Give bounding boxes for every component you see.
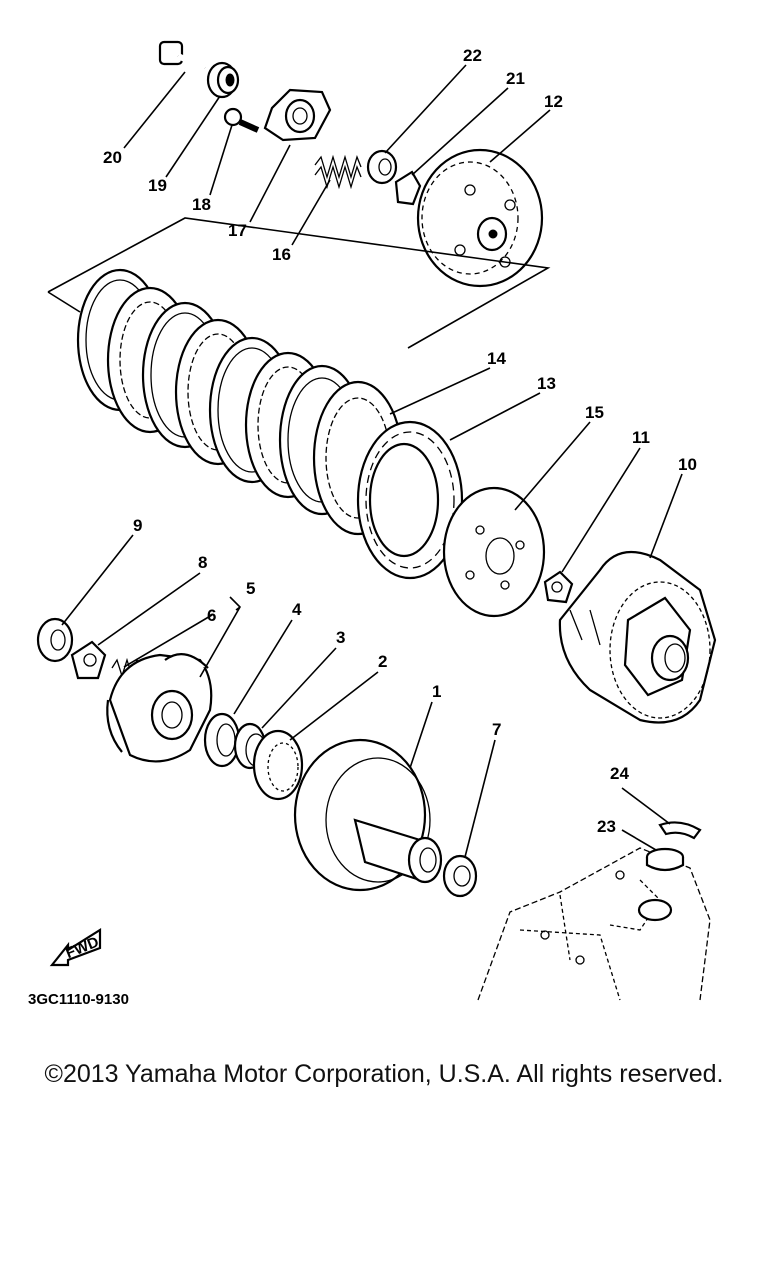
callout-10: 10 — [678, 455, 697, 474]
callout-23: 23 — [597, 817, 616, 836]
callout-1: 1 — [432, 682, 441, 701]
callout-12: 12 — [544, 92, 563, 111]
callout-4: 4 — [292, 600, 302, 619]
exploded-clutch-diagram: FWD 1 2 3 4 5 6 7 8 9 10 11 12 13 1 — [28, 40, 717, 1008]
part-10-clutch-housing — [558, 550, 717, 724]
callout-6: 6 — [207, 606, 216, 625]
callout-8: 8 — [198, 553, 207, 572]
part-11-lock-washer — [543, 570, 574, 604]
callout-19: 19 — [148, 176, 167, 195]
part-13-friction-plate — [356, 420, 464, 580]
part-15-pressure-plate — [442, 486, 546, 618]
callout-9: 9 — [133, 516, 142, 535]
part-2-one-way-bearing — [252, 729, 304, 801]
callout-18: 18 — [192, 195, 211, 214]
part-18-screw — [223, 107, 260, 133]
part-8-retainer — [70, 640, 107, 680]
callout-5: 5 — [246, 579, 255, 598]
part-5-clutch-carrier — [106, 652, 213, 763]
copyright-notice: ©2013 Yamaha Motor Corporation, U.S.A. A… — [44, 1060, 724, 1088]
part-22-nut — [366, 149, 398, 185]
part-9-washer — [36, 617, 74, 663]
part-23-plug — [645, 847, 685, 872]
callout-17: 17 — [228, 221, 247, 240]
diagram-code: 3GC1110-9130 — [28, 991, 129, 1008]
forward-arrow-icon: FWD — [49, 928, 101, 967]
callout-22: 22 — [463, 46, 482, 65]
clutch-plate-stack — [76, 268, 404, 536]
callout-21: 21 — [506, 69, 525, 88]
callout-3: 3 — [336, 628, 345, 647]
crankcase-fragment — [477, 847, 711, 1001]
callout-7: 7 — [492, 720, 501, 739]
part-16-spring — [314, 154, 362, 190]
part-17-plate — [263, 88, 332, 142]
part-12-primary-driven-gear — [416, 148, 544, 288]
part-21-lock-washer — [394, 170, 422, 206]
callout-20: 20 — [103, 148, 122, 167]
part-7-washer — [442, 854, 478, 898]
plate-group-outline — [47, 217, 551, 349]
part-24-circlip — [658, 821, 702, 840]
part-1-clutch-drum — [293, 738, 443, 892]
callout-24: 24 — [610, 764, 629, 783]
callout-15: 15 — [585, 403, 604, 422]
part-19-bearing — [206, 61, 240, 99]
svg-text:FWD: FWD — [63, 933, 101, 962]
leader-lines — [61, 64, 683, 858]
callout-14: 14 — [487, 349, 506, 368]
callout-11: 11 — [632, 428, 650, 447]
callout-16: 16 — [272, 245, 291, 264]
part-20-bolt — [158, 40, 207, 71]
callout-2: 2 — [378, 652, 387, 671]
callout-13: 13 — [537, 374, 556, 393]
part-4-washer — [203, 712, 241, 768]
